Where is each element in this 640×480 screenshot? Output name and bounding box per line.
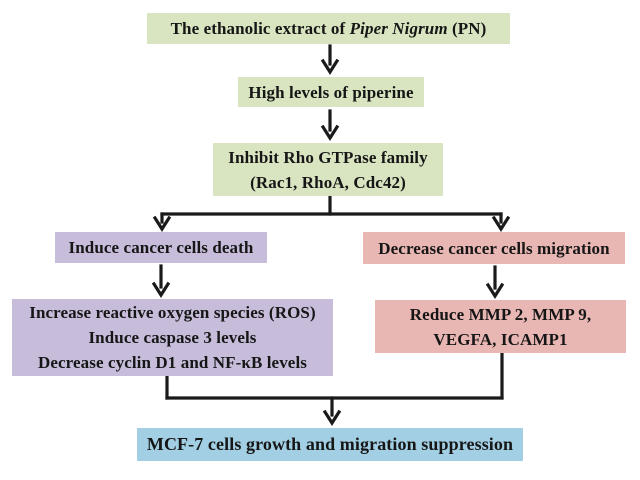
node-induce-death-label: Induce cancer cells death: [68, 238, 254, 257]
node-mcf7-suppression-label: MCF-7 cells growth and migration suppres…: [146, 434, 514, 454]
node-ethanolic-extract-label: The ethanolic extract of Piper Nigrum (P…: [170, 19, 487, 38]
branch-gtpase-to-death-and-migration: [152, 194, 511, 232]
node-reduce-mmp-line1: Reduce MMP 2, MMP 9,: [409, 304, 592, 324]
node-ros-line3: Decrease cyclin D1 and NF-κB levels: [38, 353, 307, 372]
node-induce-death: Induce cancer cells death: [55, 232, 267, 263]
node-ros-caspase-cyclin: Increase reactive oxygen species (ROS) I…: [12, 299, 333, 376]
node-reduce-mmp: Reduce MMP 2, MMP 9, VEGFA, ICAMP1: [375, 300, 626, 353]
node-reduce-mmp-line2: VEGFA, ICAMP1: [433, 329, 568, 349]
node-inhibit-gtpase-line1: Inhibit Rho GTPase family: [228, 147, 428, 167]
node-decrease-migration-label: Decrease cancer cells migration: [378, 238, 610, 258]
node-mcf7-suppression: MCF-7 cells growth and migration suppres…: [137, 428, 523, 461]
node-ethanolic-extract: The ethanolic extract of Piper Nigrum (P…: [147, 13, 510, 44]
node-inhibit-gtpase: Inhibit Rho GTPase family (Rac1, RhoA, C…: [213, 143, 443, 196]
arrow-migration-to-mmp: [485, 265, 505, 299]
arrow-extract-to-piperine: [320, 44, 340, 75]
arrow-death-to-ros: [151, 264, 171, 298]
join-ros-mmp-to-mcf7: [165, 352, 504, 426]
node-high-piperine-label: High levels of piperine: [248, 82, 414, 102]
node-inhibit-gtpase-line2: (Rac1, RhoA, Cdc42): [250, 172, 406, 192]
node-high-piperine: High levels of piperine: [238, 77, 424, 107]
node-ros-line2: Induce caspase 3 levels: [88, 328, 257, 347]
node-ros-line1: Increase reactive oxygen species (ROS): [29, 303, 316, 322]
arrow-piperine-to-gtpase: [320, 109, 340, 141]
node-decrease-migration: Decrease cancer cells migration: [363, 232, 625, 264]
